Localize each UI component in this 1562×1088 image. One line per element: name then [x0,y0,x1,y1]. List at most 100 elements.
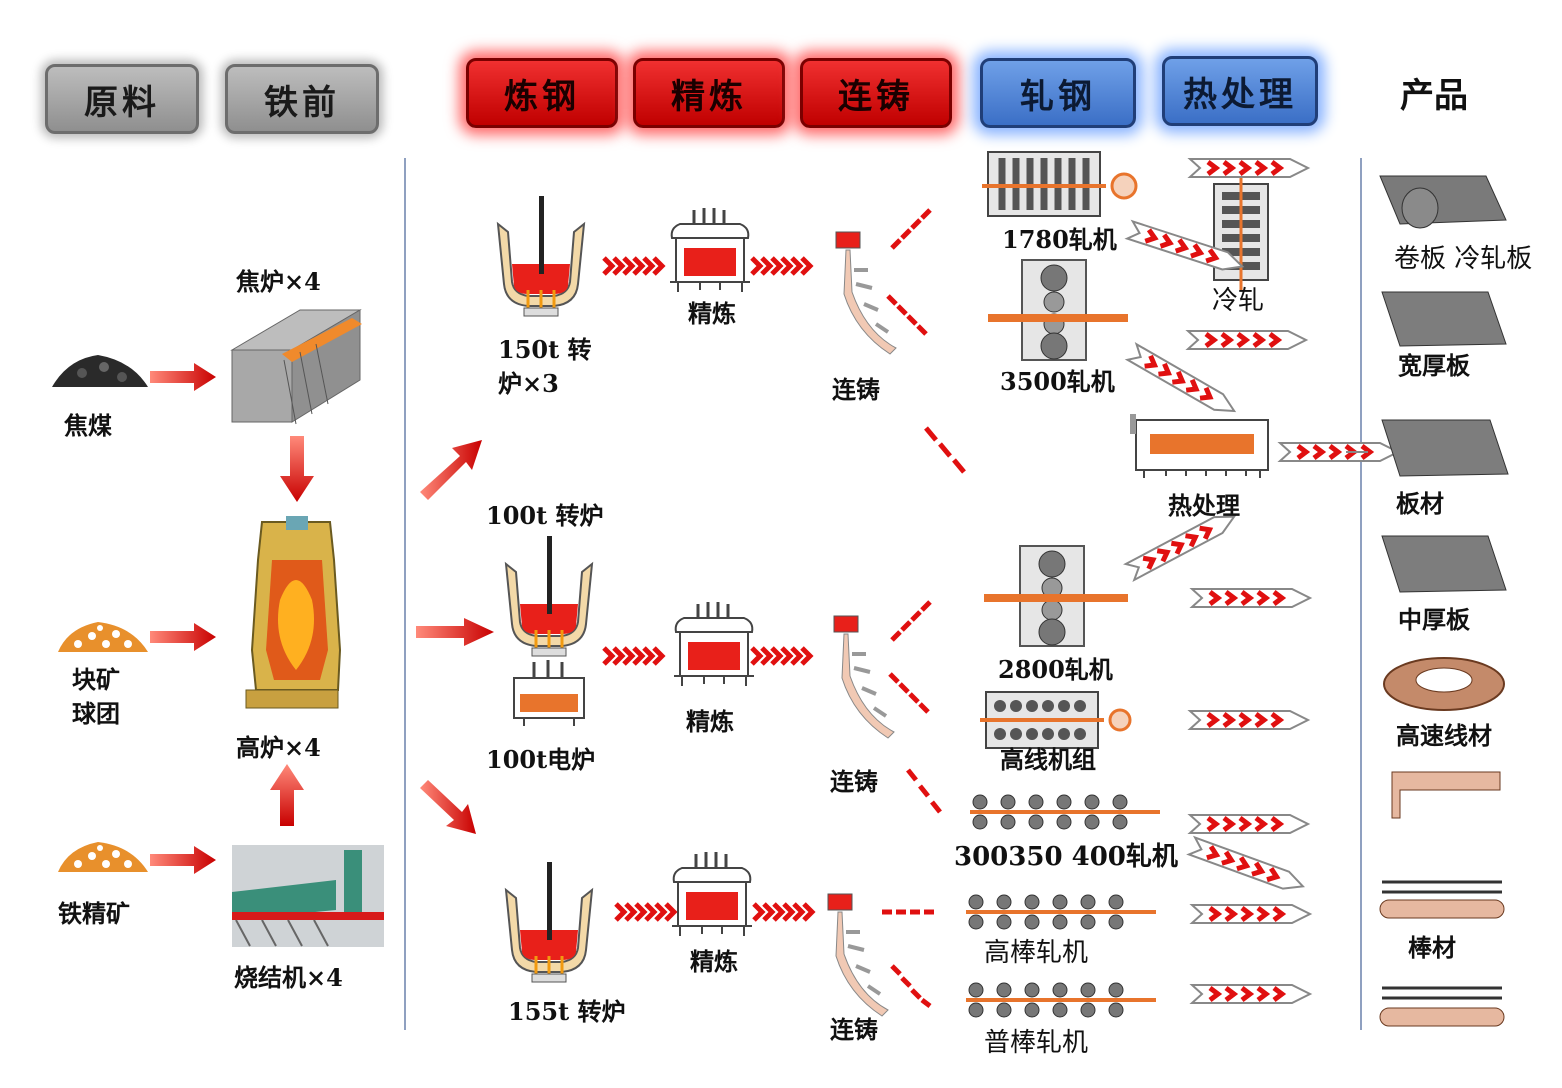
coking-coal-pile [52,355,148,387]
cast-to-mill-arrows [882,208,966,1008]
label-refining-1: 精炼 [688,299,736,328]
label-plate: 板材 [1396,489,1444,518]
chevrons-3a [616,904,674,920]
header-pre-iron: 铁前 [225,64,379,134]
mill-300350400 [968,793,1162,831]
product-wide-plate [1381,291,1507,347]
caster-1 [834,230,898,356]
header-steelmaking: 炼钢 [466,58,618,128]
label-cold-rolling: 冷轧 [1212,286,1265,316]
chevrons-2a [604,648,662,664]
header-continuous-casting: 连铸 [800,58,952,128]
product-plate [1381,419,1509,477]
product-wire-coil [1383,657,1505,711]
header-rolling: 轧钢 [980,58,1136,128]
chevbox-300a [1190,815,1308,833]
arrow-coal-to-oven [150,363,216,391]
label-mill-3500: 3500轧机 [1000,367,1115,396]
arrow-to-150t [420,440,482,500]
mill-1780 [982,151,1138,217]
label-casting-1: 连铸 [832,375,880,404]
label-wide-plate: 宽厚板 [1398,351,1470,380]
label-wire-rod: 高速线材 [1396,721,1492,750]
label-iron-concentrate: 铁精矿 [58,899,130,928]
chevbox-commonbar [1192,985,1310,1003]
label-refining-2: 精炼 [686,707,734,736]
cold-rolling-mill [1213,174,1269,290]
ladle-refining-1 [668,206,752,294]
label-mill-300350400: 300350 400轧机 [954,842,1178,872]
arrow-oven-to-furnace [280,436,314,502]
header-products: 产品 [1400,76,1468,116]
chevbox-3500 [1128,344,1239,419]
chevbox-heat [1280,443,1398,461]
header-refining: 精炼 [633,58,785,128]
arrow-sinter-to-furnace [270,764,304,826]
label-common-bar: 普棒轧机 [984,1028,1089,1058]
chevrons-1a [604,258,662,274]
label-bof-150-cont: 炉×3 [498,369,559,398]
label-pellets: 球团 [72,699,120,728]
coke-oven [230,309,362,425]
chevrons-3b [754,904,812,920]
label-sinter: 烧结机×4 [234,963,343,992]
chevbox-1780 [1190,159,1308,177]
product-medium-plate [1381,535,1507,593]
product-coil [1379,175,1507,229]
iron-concentrate-pile [58,842,148,872]
chevbox-2800 [1192,589,1310,607]
converter-150t [496,194,586,318]
ladle-refining-2 [672,600,756,688]
electric-arc-furnace [513,660,585,726]
label-coil-cold: 卷板 冷轧板 [1394,244,1533,274]
chevbox-cold [1188,331,1306,349]
mill-high-bar [964,893,1158,931]
label-bof-150: 150t 转 [498,335,592,364]
sinter-machine [232,845,384,947]
chevrons-1b [752,258,810,274]
chevrons-2b [752,648,810,664]
wire-rod-mill [980,691,1132,749]
label-eaf-100: 100t电炉 [486,745,596,774]
mill-common-bar [964,981,1158,1019]
product-bar-1 [1379,880,1505,919]
label-lump-ore: 块矿 [72,665,120,694]
label-heat-treat: 热处理 [1168,491,1240,520]
arrow-to-155t [420,780,476,834]
label-casting-3: 连铸 [830,1015,878,1044]
lump-ore-pile [58,622,148,652]
chevbox-300b [1189,838,1306,895]
divider-left [404,158,406,1030]
label-wire-line: 高线机组 [1000,745,1096,774]
caster-3 [826,892,890,1018]
chevbox-wire [1190,711,1308,729]
arrow-concentrate-to-sinter [150,846,216,874]
label-bof-155: 155t 转炉 [508,997,626,1026]
product-section [1391,771,1501,819]
mill-3500-stand [1021,259,1087,361]
label-bof-100: 100t 转炉 [486,501,604,530]
arrow-ore-to-furnace [150,623,216,651]
label-mill-1780: 1780轧机 [1002,225,1117,254]
label-casting-2: 连铸 [830,767,878,796]
label-medium-plate: 中厚板 [1398,605,1470,634]
chevbox-highbar [1192,905,1310,923]
label-bar: 棒材 [1408,933,1456,962]
label-refining-3: 精炼 [690,947,738,976]
converter-155t [504,860,594,984]
ladle-refining-3 [670,850,754,938]
label-coke-oven: 焦炉×4 [236,267,321,296]
arrow-to-100t [416,618,494,646]
header-heat-treatment: 热处理 [1162,56,1318,126]
caster-2 [832,614,896,740]
label-high-bar: 高棒轧机 [984,938,1089,968]
blast-furnace [245,516,342,709]
product-bar-2 [1379,986,1505,1027]
label-mill-2800: 2800轧机 [998,655,1113,684]
converter-100t [504,534,594,658]
divider-right [1360,158,1362,1030]
heat-treatment-furnace [1130,414,1269,478]
header-raw-materials: 原料 [45,64,199,134]
label-blast-furnace: 高炉×4 [236,733,321,762]
